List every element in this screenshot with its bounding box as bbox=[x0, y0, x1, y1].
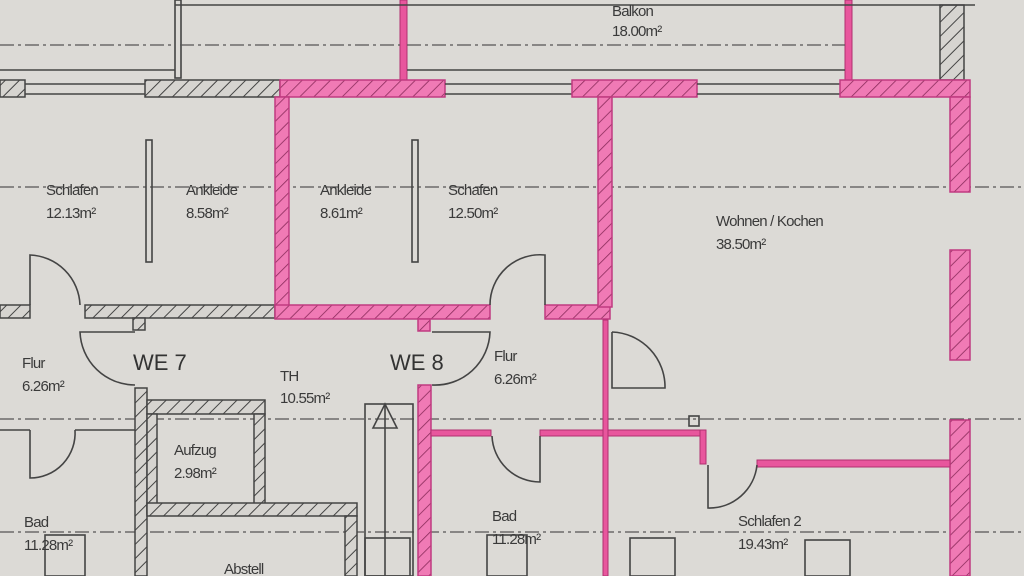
room-area: 12.50m² bbox=[448, 205, 498, 222]
room-name: Abstell bbox=[224, 561, 264, 576]
room-name: Bad bbox=[492, 508, 517, 525]
unit-label: WE 8 bbox=[390, 350, 444, 375]
unit-label: WE 7 bbox=[133, 350, 187, 375]
room-area: 12.13m² bbox=[46, 205, 96, 222]
room-name: Bad bbox=[24, 514, 49, 531]
room-name: Aufzug bbox=[174, 442, 216, 459]
room-name: Wohnen / Kochen bbox=[716, 213, 823, 230]
room-name: Flur bbox=[494, 348, 517, 365]
room-area: 38.50m² bbox=[716, 236, 766, 253]
room-area: 6.26m² bbox=[22, 378, 65, 395]
room-name: Ankleide bbox=[320, 182, 372, 199]
room-name: Schlafen bbox=[46, 182, 98, 199]
room-name: TH bbox=[280, 368, 298, 385]
axis-lines bbox=[0, 186, 1024, 533]
room-area: 18.00m² bbox=[612, 23, 662, 40]
room-name: Schlafen 2 bbox=[738, 513, 801, 530]
room-area: 6.26m² bbox=[494, 371, 537, 388]
room-labels: Balkon 18.00m² Schlafen 12.13m² Ankleide… bbox=[22, 3, 824, 576]
room-name: Schafen bbox=[448, 182, 498, 199]
balcony-outline bbox=[0, 0, 975, 81]
room-name: Ankleide bbox=[186, 182, 238, 199]
door-swings bbox=[29, 253, 758, 509]
room-area: 19.43m² bbox=[738, 536, 788, 553]
walls-we8 bbox=[274, 79, 971, 576]
room-area: 8.58m² bbox=[186, 205, 229, 222]
room-area: 2.98m² bbox=[174, 465, 217, 482]
room-name: Flur bbox=[22, 355, 45, 372]
room-area: 11.28m² bbox=[24, 537, 73, 554]
room-name: Balkon bbox=[612, 3, 654, 20]
room-area: 11.28m² bbox=[492, 531, 541, 548]
room-area: 8.61m² bbox=[320, 205, 363, 222]
walls-wed7 bbox=[0, 79, 414, 576]
room-area: 10.55m² bbox=[280, 390, 330, 407]
